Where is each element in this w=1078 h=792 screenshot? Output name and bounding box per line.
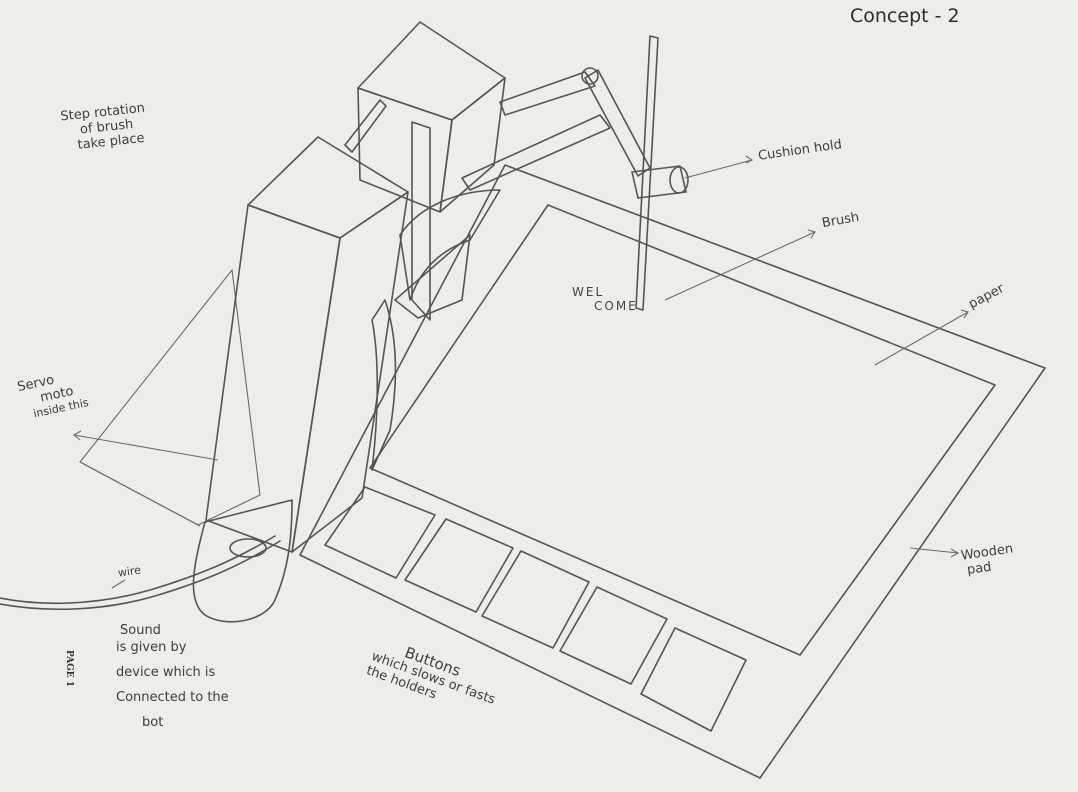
- servo-base-plate: [80, 270, 260, 525]
- speed-button-3: [482, 551, 589, 648]
- upper-block-top: [358, 22, 505, 120]
- speed-button-1: [325, 487, 435, 578]
- concept-title: Concept - 2: [850, 6, 960, 28]
- servo-leader: [74, 435, 218, 460]
- paper-leader: [875, 312, 968, 365]
- brush-rod: [636, 36, 658, 310]
- welcome-line-1: WEL: [572, 286, 638, 300]
- sound-line-1: Sound: [120, 624, 229, 639]
- sound-line-4: Connected to the: [116, 691, 229, 706]
- page-mark: PAGE 1: [64, 650, 74, 687]
- sound-line-5: bot: [142, 716, 229, 731]
- cushion-hold: [632, 166, 688, 198]
- servo-tower-top: [248, 137, 408, 238]
- speed-buttons: [325, 487, 746, 731]
- arm-link-1: [500, 72, 595, 115]
- speed-button-5: [641, 628, 746, 731]
- servo-tower-front: [206, 205, 340, 552]
- welcome-line-2: COME: [594, 300, 638, 314]
- column: [412, 122, 430, 320]
- cushion-leader: [685, 160, 752, 178]
- arm-link-2: [462, 115, 610, 190]
- speed-button-4: [560, 587, 667, 684]
- sound-label: Sound is given by device which is Connec…: [116, 624, 229, 731]
- brush-leader: [665, 232, 815, 300]
- paper-sheet: [370, 205, 995, 655]
- wire-leader: [112, 580, 125, 588]
- sound-line-3: device which is: [116, 666, 229, 681]
- cylinder-base: [193, 500, 292, 622]
- welcome-screen-text: WEL COME: [572, 286, 638, 314]
- sound-line-2: is given by: [116, 641, 229, 656]
- speed-button-2: [405, 519, 513, 612]
- step-rotation-label: Step rotation of brush take place: [60, 102, 149, 155]
